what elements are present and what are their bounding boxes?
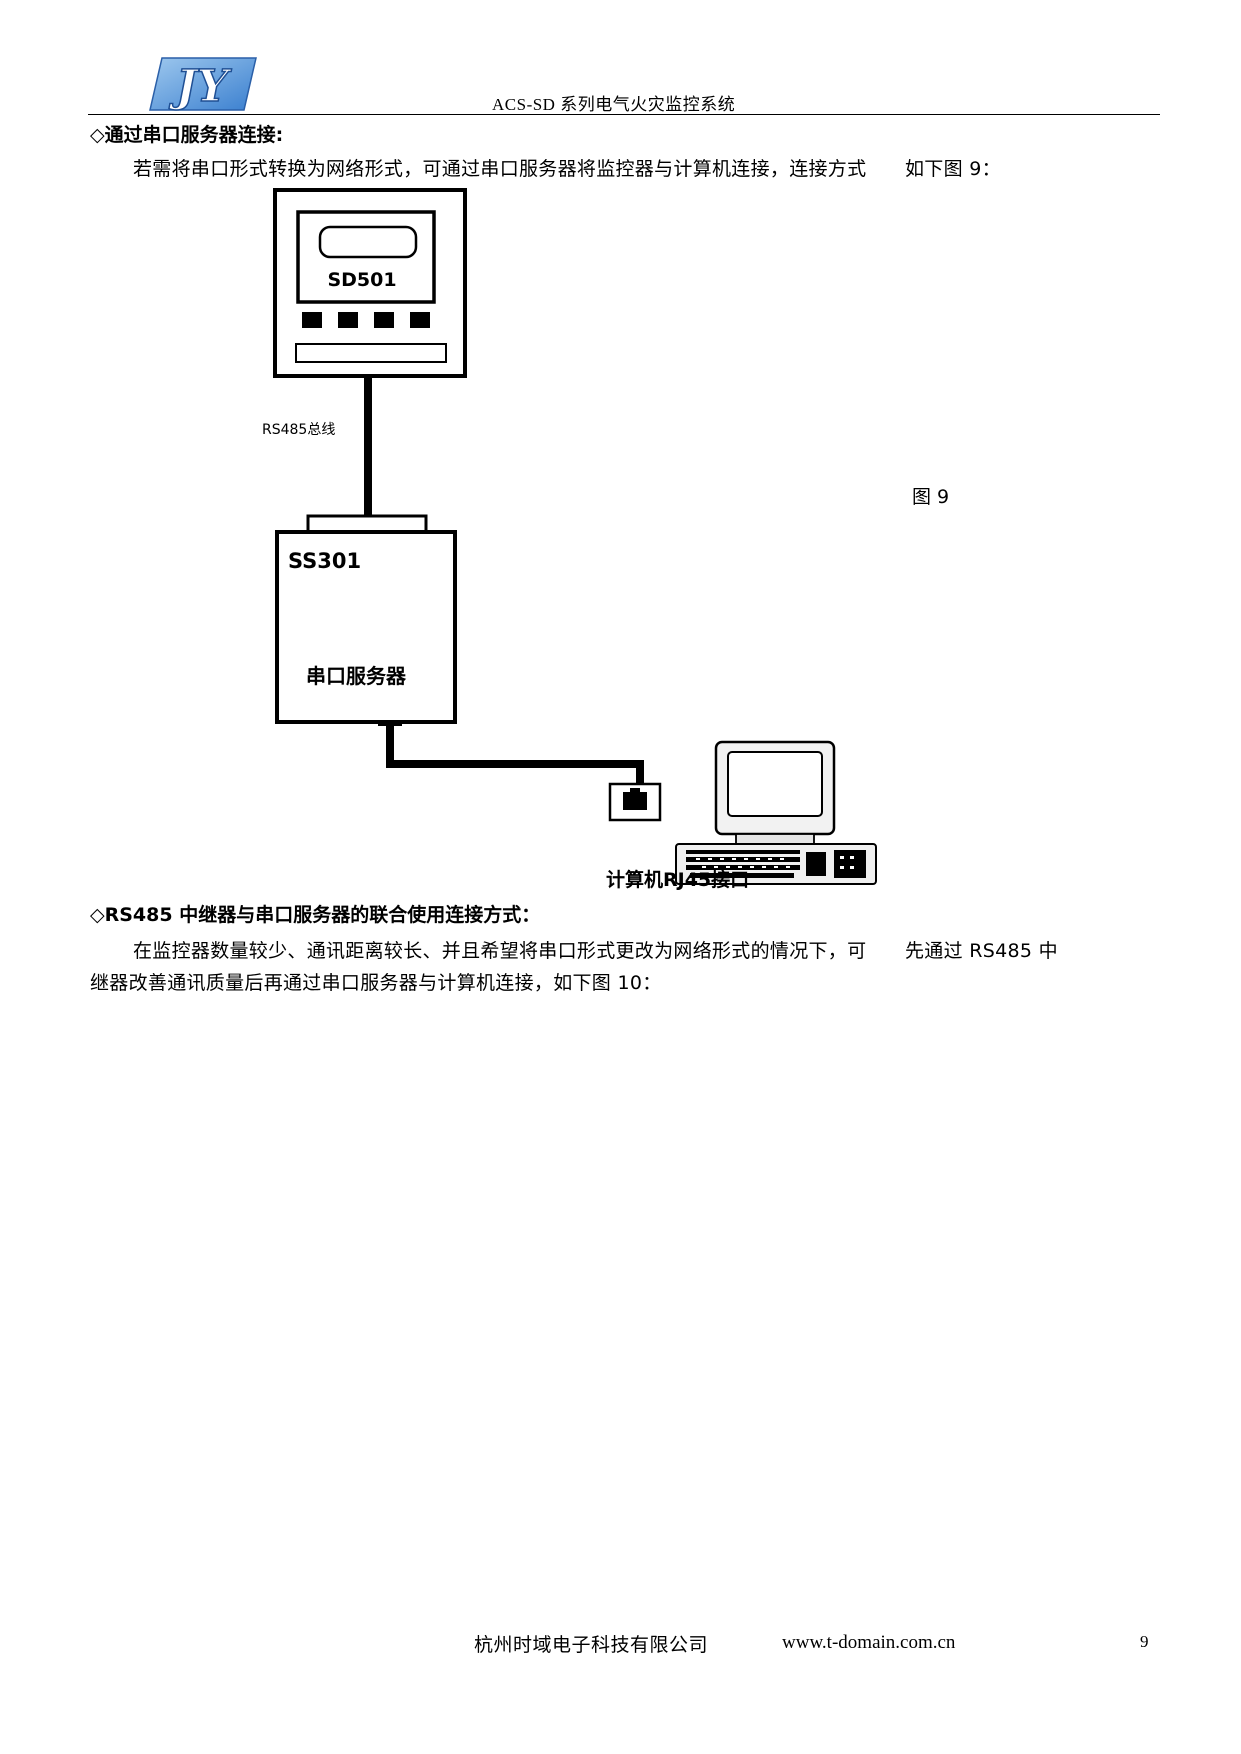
figure-9-diagram: SD501 RS485总线 SS301 串口服务器 bbox=[262, 188, 877, 891]
footer-website-link[interactable]: www.t-domain.com.cn bbox=[782, 1632, 956, 1653]
footer-company: 杭州时域电子科技有限公司 bbox=[474, 1634, 709, 1656]
computer-rj45-label: 计算机RJ45接口 bbox=[606, 868, 749, 891]
device-key bbox=[302, 312, 322, 328]
ethernet-cable bbox=[386, 722, 644, 790]
device-key bbox=[338, 312, 358, 328]
rs485-bus-line bbox=[364, 376, 372, 522]
logo-text: JY bbox=[169, 61, 232, 112]
section2-heading: ◇RS485 中继器与串口服务器的联合使用连接方式： bbox=[90, 904, 541, 926]
computer-icon bbox=[675, 740, 877, 885]
company-logo: JY bbox=[149, 57, 257, 112]
device-key bbox=[374, 312, 394, 328]
sd501-device: SD501 bbox=[273, 188, 467, 378]
section2-paragraph-line2: 继器改善通讯质量后再通过串口服务器与计算机连接，如下图 10： bbox=[90, 972, 662, 994]
section2-paragraph-line1: 在监控器数量较少、通讯距离较长、并且希望将串口形式更改为网络形式的情况下，可 先… bbox=[133, 940, 1058, 962]
sd501-label: SD501 bbox=[327, 269, 396, 291]
device-key bbox=[410, 312, 430, 328]
header-divider bbox=[88, 114, 1160, 115]
page-number: 9 bbox=[1140, 1632, 1149, 1651]
ss301-model-label: SS301 bbox=[288, 549, 361, 573]
ss301-serial-server: SS301 串口服务器 bbox=[275, 514, 457, 726]
rj45-port-icon bbox=[608, 782, 662, 822]
rs485-bus-label: RS485总线 bbox=[262, 422, 335, 438]
figure-9-caption: 图 9 bbox=[912, 486, 950, 508]
serial-server-label: 串口服务器 bbox=[306, 664, 407, 688]
header-title: ACS-SD 系列电气火灾监控系统 bbox=[492, 95, 736, 114]
section1-paragraph: 若需将串口形式转换为网络形式，可通过串口服务器将监控器与计算机连接，连接方式 如… bbox=[133, 158, 1001, 180]
section1-heading: ◇通过串口服务器连接: bbox=[90, 124, 284, 146]
